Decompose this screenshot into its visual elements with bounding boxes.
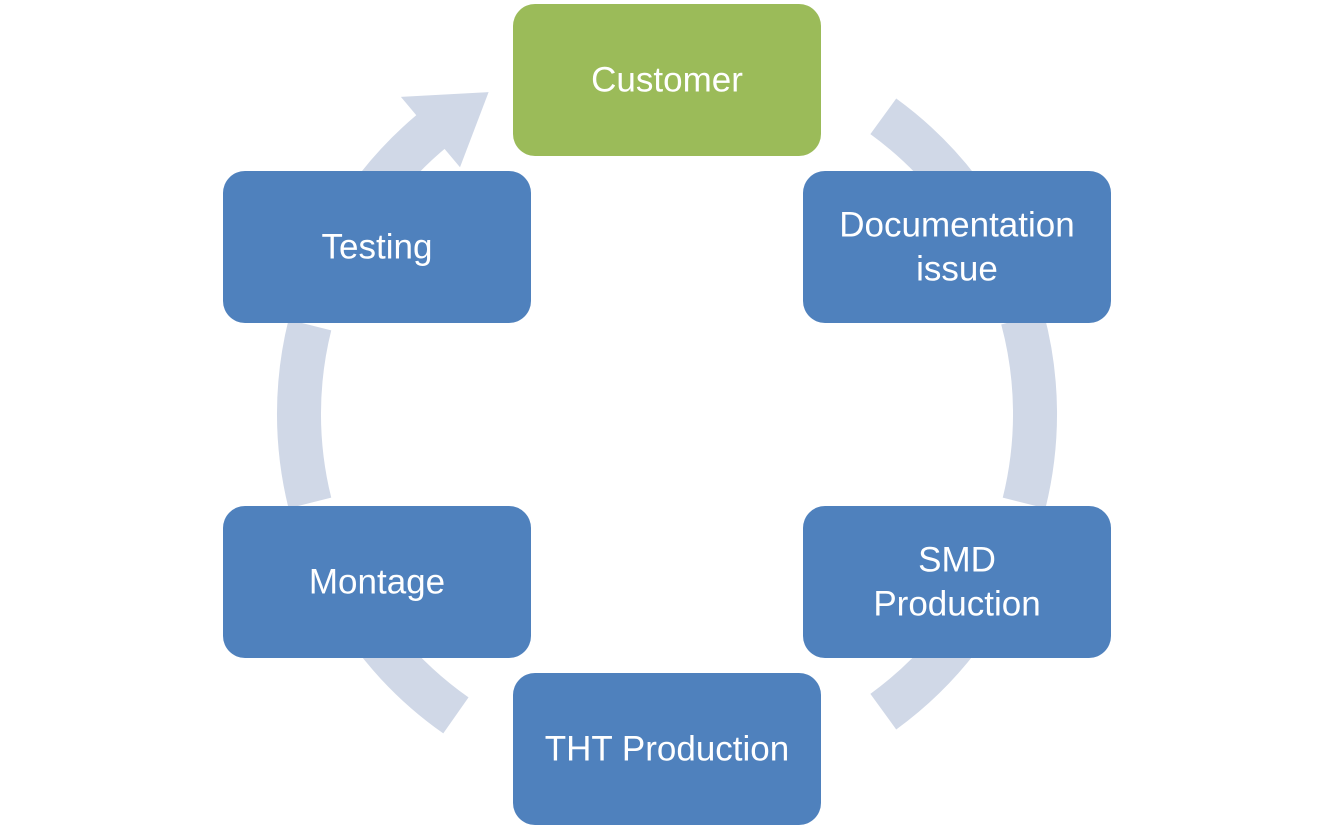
node-box bbox=[223, 506, 531, 658]
node-box bbox=[513, 4, 821, 156]
node-label: Documentation bbox=[839, 206, 1074, 245]
cycle-arrowhead-icon bbox=[400, 92, 489, 168]
node-box bbox=[803, 171, 1111, 323]
cycle-nodes: CustomerDocumentationissueSMDProductionT… bbox=[223, 4, 1111, 825]
node-smd-production: SMD Production bbox=[803, 506, 1111, 658]
node-label: Customer bbox=[591, 61, 743, 100]
node-label: Production bbox=[873, 585, 1040, 624]
node-label: SMD bbox=[918, 541, 996, 580]
node-box bbox=[803, 506, 1111, 658]
node-tht-production: THT Production bbox=[513, 673, 821, 825]
node-montage: Montage bbox=[223, 506, 531, 658]
node-label: THT Production bbox=[545, 730, 789, 769]
ring-segment bbox=[1001, 313, 1058, 509]
node-label: Montage bbox=[309, 563, 445, 602]
node-customer: Customer bbox=[513, 4, 821, 156]
ring-segment bbox=[276, 319, 332, 509]
node-label: issue bbox=[916, 250, 998, 289]
node-documentation-issue: Documentation issue bbox=[803, 171, 1111, 323]
node-box bbox=[223, 171, 531, 323]
node-box bbox=[513, 673, 821, 825]
node-testing: Testing bbox=[223, 171, 531, 323]
node-label: Testing bbox=[322, 228, 433, 267]
